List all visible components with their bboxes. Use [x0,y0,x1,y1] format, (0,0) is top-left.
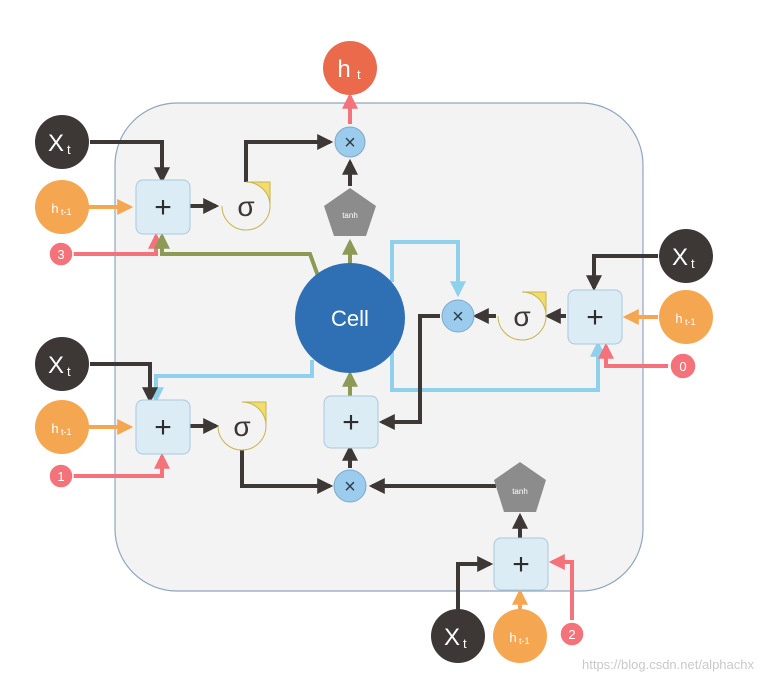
xt-node-bottom: X t [431,609,485,663]
forget-gate-plus: + [567,289,623,345]
ht-1-node-top: h t-1 [35,180,89,234]
svg-text:h: h [51,201,58,216]
svg-text:t-1: t-1 [685,317,696,327]
svg-text:t-1: t-1 [61,427,72,437]
svg-text:tanh: tanh [342,211,358,220]
svg-text:+: + [154,411,172,444]
svg-text:σ: σ [237,191,254,222]
svg-text:h: h [337,56,350,83]
gate-index-0: 0 [669,352,697,380]
candidate-plus: + [493,537,549,591]
edge-cell-to-right-plus [390,340,606,392]
watermark: https://blog.csdn.net/alphachx [581,657,754,672]
svg-text:t: t [463,636,467,651]
forget-multiply-node: × [441,299,475,333]
input-gate-sigma: σ [217,401,267,451]
edge-cell-olive-to-top-plus [154,232,320,277]
svg-text:×: × [452,306,464,328]
edge-top-sigma-to-times [244,134,334,182]
svg-text:t-1: t-1 [519,636,530,646]
svg-text:t: t [67,364,71,379]
svg-text:X: X [672,244,688,271]
svg-text:t-1: t-1 [61,207,72,217]
svg-text:h: h [509,630,516,645]
svg-text:2: 2 [568,627,575,642]
input-gate-plus: + [135,399,191,455]
svg-text:X: X [48,130,64,157]
gate-index-3: 3 [48,241,74,267]
svg-text:+: + [586,301,604,334]
svg-text:+: + [154,191,172,224]
ht-1-node-right: h t-1 [659,290,713,344]
output-multiply-node: × [334,126,366,158]
edge-xt-right-to-plus [586,254,658,292]
output-tanh-node: tanh [324,188,376,236]
edge-2-to-plus [548,554,574,620]
edge-0-to-plus [598,342,668,368]
svg-text:h: h [51,421,58,436]
edge-cell-to-forget-times [390,240,466,298]
svg-text:0: 0 [679,359,686,374]
cell-update-plus: + [323,395,379,449]
edge-xt-top-to-plus [90,140,170,184]
gate-index-2: 2 [559,621,585,647]
svg-text:σ: σ [233,411,250,442]
xt-node-lower: X t [35,337,89,391]
edge-xt-bottom-to-plus [456,556,494,610]
svg-text:×: × [344,476,356,498]
cell-state-node: Cell [295,263,405,373]
svg-text:t: t [357,67,361,82]
forget-gate-sigma: σ [497,291,547,341]
edge-1-to-plus [72,452,170,478]
svg-text:h: h [675,311,682,326]
svg-text:t: t [691,256,695,271]
output-ht-node: h t [323,41,377,95]
svg-text:×: × [344,132,356,154]
svg-text:3: 3 [57,247,64,262]
svg-text:tanh: tanh [512,487,528,496]
svg-text:+: + [512,548,530,581]
edge-xt-lower-to-plus [90,362,158,404]
candidate-tanh-node: tanh [494,462,546,512]
xt-node-top: X t [35,115,89,169]
svg-text:1: 1 [57,469,64,484]
svg-text:X: X [444,624,460,651]
xt-node-right: X t [659,229,713,283]
output-gate-plus: + [135,179,191,235]
output-gate-sigma: σ [221,181,271,231]
svg-text:X: X [48,352,64,379]
edge-forget-times-to-mid-plus [378,314,440,430]
svg-text:Cell: Cell [331,306,369,331]
svg-text:t: t [67,142,71,157]
svg-text:+: + [342,406,360,439]
ht-1-node-bottom: h t-1 [493,609,547,663]
svg-text:σ: σ [513,301,530,332]
gate-index-1: 1 [48,463,74,489]
ht-1-node-lower: h t-1 [35,400,89,454]
edge-lower-sigma-to-times [240,450,334,494]
input-multiply-node: × [333,469,367,503]
